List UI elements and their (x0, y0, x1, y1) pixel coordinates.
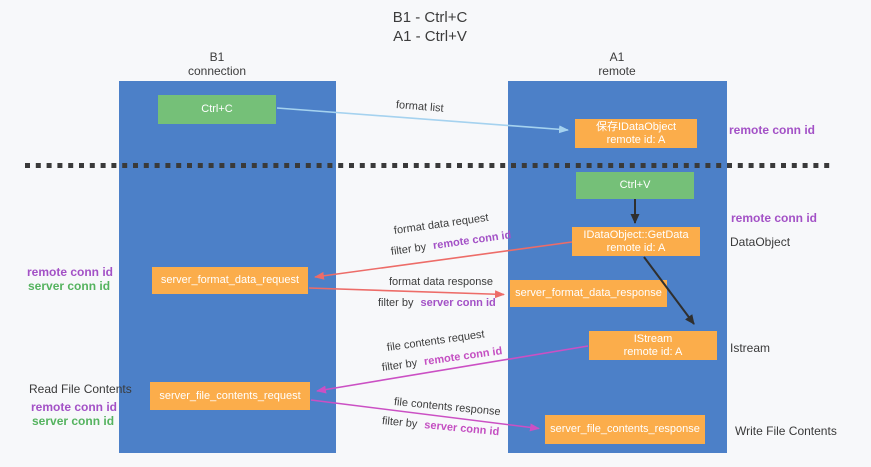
title-line-2: A1 - Ctrl+V (393, 28, 467, 45)
node-server-file-contents-request: server_file_contents_request (150, 382, 310, 410)
node-format-response-label: server_format_data_response (515, 287, 662, 299)
left-label-read-file-contents: Read File Contents (29, 382, 132, 396)
node-save-idataobject-line1: 保存IDataObject (595, 120, 677, 133)
diagram-title: B1 - Ctrl+C A1 - Ctrl+V (0, 8, 860, 46)
node-ctrl-v-label: Ctrl+V (619, 179, 651, 191)
node-file-request-label: server_file_contents_request (159, 389, 301, 402)
right-label-remote-conn-id-top: remote conn id (729, 123, 816, 137)
left-label-remote-conn-id-2: remote conn id (31, 400, 118, 414)
format-data-response-arrow (308, 287, 505, 299)
node-getdata-line1: IDataObject::GetData (583, 228, 689, 241)
node-server-format-data-request: server_format_data_request (152, 267, 308, 294)
remote-conn-id-text: remote conn id (423, 345, 504, 369)
node-istream: IStream remote id: A (589, 331, 717, 360)
right-label-remote-conn-id-mid: remote conn id (731, 211, 818, 225)
edge-label-format-data-response: format data response (389, 276, 493, 288)
filter-by-text: filter by (381, 357, 418, 374)
lifeline-a1-role: remote (598, 64, 636, 78)
title-line-1: B1 - Ctrl+C (392, 9, 468, 26)
node-istream-line1: IStream (633, 332, 673, 345)
node-ctrl-v: Ctrl+V (576, 172, 694, 199)
left-label-server-conn-id-2: server conn id (32, 414, 115, 428)
node-ctrl-c-label: Ctrl+C (201, 103, 233, 115)
filter-by-text: filter by (381, 415, 418, 431)
lifeline-header-b1: B1 connection (157, 50, 277, 78)
node-server-format-data-response: server_format_data_response (510, 280, 667, 307)
node-server-file-contents-response: server_file_contents_response (545, 415, 705, 444)
server-conn-id-text: server conn id (423, 419, 500, 439)
lifeline-b1-role: connection (187, 64, 247, 78)
node-idataobject-getdata: IDataObject::GetData remote id: A (572, 227, 700, 256)
lifeline-b1-name: B1 (209, 50, 225, 64)
edge-label-format-list: format list (395, 99, 445, 115)
left-label-server-conn-id-1: server conn id (28, 279, 111, 293)
right-label-istream: Istream (730, 341, 771, 355)
edge-label-file-contents-response: file contents response (393, 396, 502, 419)
node-save-idataobject: 保存IDataObject remote id: A (575, 119, 697, 148)
lifeline-header-a1: A1 remote (557, 50, 677, 78)
filter-by-text: filter by (378, 297, 414, 309)
node-file-response-label: server_file_contents_response (550, 423, 700, 435)
node-ctrl-c: Ctrl+C (158, 95, 276, 124)
left-label-remote-conn-id-1: remote conn id (27, 265, 114, 279)
edge-label-filter-format-response: filter by server conn id (378, 297, 496, 309)
node-getdata-line2: remote id: A (606, 241, 666, 254)
right-label-write-file-contents: Write File Contents (735, 424, 837, 438)
node-format-request-label: server_format_data_request (160, 274, 300, 286)
filter-by-text: filter by (390, 241, 427, 258)
node-istream-line2: remote id: A (623, 345, 683, 358)
remote-conn-id-text: remote conn id (432, 229, 513, 253)
edge-label-filter-file-response: filter by server conn id (381, 415, 499, 438)
lifeline-a1-name: A1 (609, 50, 625, 64)
node-save-idataobject-line2: remote id: A (606, 133, 666, 146)
server-conn-id-text: server conn id (420, 297, 496, 309)
right-label-dataobject: DataObject (730, 235, 791, 249)
